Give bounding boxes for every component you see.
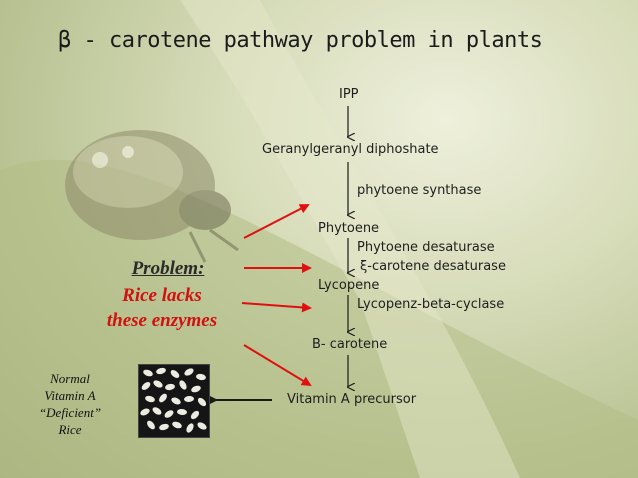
- rice-label: Normal Vitamin A “Deficient” Rice: [20, 370, 120, 438]
- enzyme-lycopene-cyclase: Lycopenz-beta-cyclase: [357, 297, 505, 312]
- slide-title: β - carotene pathway problem in plants: [58, 28, 543, 53]
- step-lycopene: Lycopene: [318, 278, 380, 293]
- enzyme-phytoene-synthase: phytoene synthase: [357, 183, 482, 198]
- leaf-shape-2: [180, 0, 520, 478]
- rice-label-line-4: Rice: [58, 422, 82, 437]
- step-vitamin-a: Vitamin A precursor: [287, 392, 417, 407]
- rice-grains-image: [138, 364, 210, 438]
- enzyme-phytoene-desaturase: Phytoene desaturase: [357, 240, 495, 255]
- step-ipp: IPP: [339, 87, 359, 102]
- step-phytoene: Phytoene: [318, 221, 380, 236]
- red-arrow-1: [243, 204, 310, 239]
- step-b-carotene: B- carotene: [312, 337, 388, 352]
- enzyme-zeta-desaturase: ξ-carotene desaturase: [360, 259, 506, 274]
- rice-label-line-1: Normal: [50, 371, 90, 386]
- problem-line-1: Rice lacks: [122, 285, 202, 306]
- problem-line-2: these enzymes: [106, 310, 218, 331]
- rice-label-line-2: Vitamin A: [44, 388, 96, 403]
- rice-grains-icon: [140, 367, 207, 433]
- rice-label-line-3: “Deficient”: [38, 405, 102, 420]
- step-geranylgeranyl: Geranylgeranyl diphoshate: [262, 142, 439, 157]
- ladybug-icon: [65, 130, 239, 263]
- red-arrow-4: [243, 344, 312, 387]
- red-arrow-3: [241, 302, 312, 313]
- problem-heading: Problem:: [131, 258, 205, 279]
